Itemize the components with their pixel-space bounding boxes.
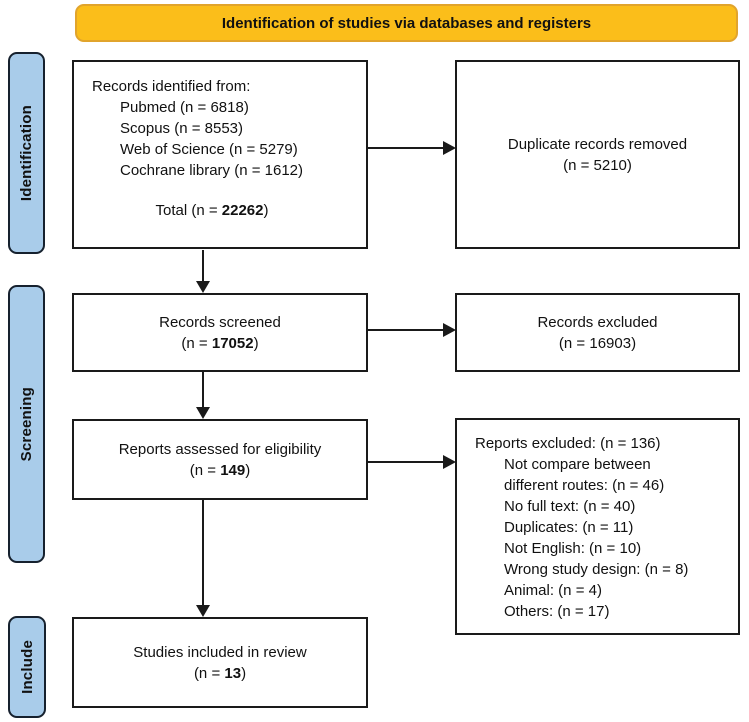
box-duplicate-records-removed: Duplicate records removed (n = 5210) <box>455 60 740 249</box>
reason-duplicates: Duplicates: (n = 11) <box>504 519 634 536</box>
box-records-excluded: Records excluded (n = 16903) <box>455 293 740 372</box>
stage-label-include: Include <box>8 616 46 718</box>
reason-no-full-text: No full text: (n = 40) <box>504 498 636 515</box>
box-records-identified: Records identified from: Pubmed (n = 681… <box>72 60 368 249</box>
stage-label-text: Identification <box>18 104 35 202</box>
diagram-title: Identification of studies via databases … <box>221 14 592 32</box>
arrow-identified-to-screened <box>196 250 210 293</box>
box-records-screened: Records screened (n = 17052) <box>72 293 368 372</box>
box-studies-included: Studies included in review (n = 13) <box>72 617 368 708</box>
arrow-screened-to-excluded <box>368 323 456 337</box>
arrow-assessed-to-included <box>196 500 210 617</box>
studies-included-label: Studies included in review <box>133 643 307 661</box>
box-reports-excluded: Reports excluded: (n = 136) Not compare … <box>455 418 740 635</box>
reason-not-compare: Not compare between <box>504 456 651 473</box>
records-excluded-label: Records excluded <box>537 313 658 331</box>
duplicates-removed-count: (n = 5210) <box>563 156 632 174</box>
reason-different-routes: different routes: (n = 46) <box>504 477 665 494</box>
studies-included-count: (n = 13) <box>193 664 247 682</box>
stage-label-screening: Screening <box>8 285 45 563</box>
reason-others: Others: (n = 17) <box>504 603 610 620</box>
total-count: 22262 <box>221 202 264 219</box>
arrow-identified-to-duplicates <box>368 141 456 155</box>
reports-assessed-count: (n = 149) <box>189 461 251 479</box>
box-reports-assessed: Reports assessed for eligibility (n = 14… <box>72 419 368 500</box>
records-excluded-count: (n = 16903) <box>558 334 637 352</box>
records-screened-count: (n = 17052) <box>181 334 259 352</box>
reason-wrong-study-design: Wrong study design: (n = 8) <box>504 561 689 578</box>
source-web-of-science: Web of Science (n = 5279) <box>120 141 298 158</box>
reason-animal: Animal: (n = 4) <box>504 582 602 599</box>
reason-not-english: Not English: (n = 10) <box>504 540 642 557</box>
screened-count: 17052 <box>211 334 254 352</box>
source-cochrane: Cochrane library (n = 1612) <box>120 162 304 179</box>
reports-excluded-heading: Reports excluded: (n = 136) <box>475 435 661 452</box>
arrow-screened-to-assessed <box>196 372 210 419</box>
duplicates-removed-label: Duplicate records removed <box>507 135 688 153</box>
records-identified-heading: Records identified from: <box>92 78 251 95</box>
source-pubmed: Pubmed (n = 6818) <box>120 99 249 116</box>
stage-label-text: Screening <box>18 386 35 462</box>
included-count: 13 <box>224 664 242 682</box>
stage-label-text: Include <box>18 640 36 694</box>
source-scopus: Scopus (n = 8553) <box>120 120 243 137</box>
arrow-assessed-to-reports-excluded <box>368 455 456 469</box>
records-screened-label: Records screened <box>159 313 281 331</box>
assessed-count: 149 <box>220 461 246 479</box>
stage-label-identification: Identification <box>8 52 45 254</box>
reports-assessed-label: Reports assessed for eligibility <box>118 440 322 458</box>
records-identified-total: Total (n = 22262) <box>155 202 269 219</box>
diagram-title-banner: Identification of studies via databases … <box>75 4 738 42</box>
